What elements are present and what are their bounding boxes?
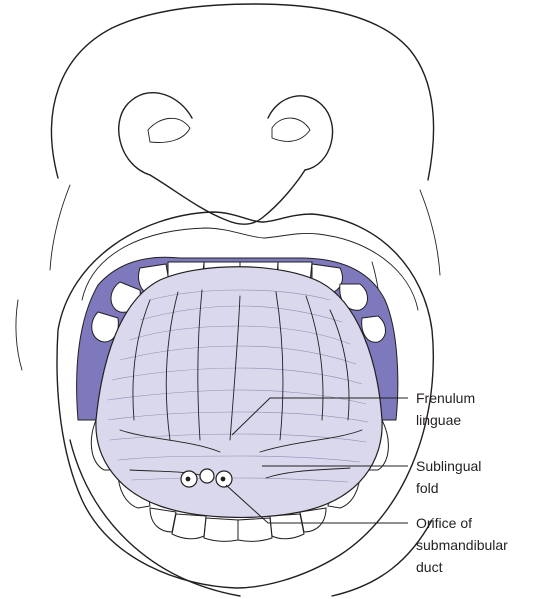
nose <box>119 93 333 225</box>
orifice-label: Orifice of submandibular duct <box>416 515 512 575</box>
sublingual-fold-label: Sublingual fold <box>416 458 485 496</box>
frenulum-label: Frenulum linguae <box>416 390 479 428</box>
tongue <box>96 267 382 518</box>
labels: Frenulum linguae Sublingual fold Orifice… <box>416 390 512 575</box>
